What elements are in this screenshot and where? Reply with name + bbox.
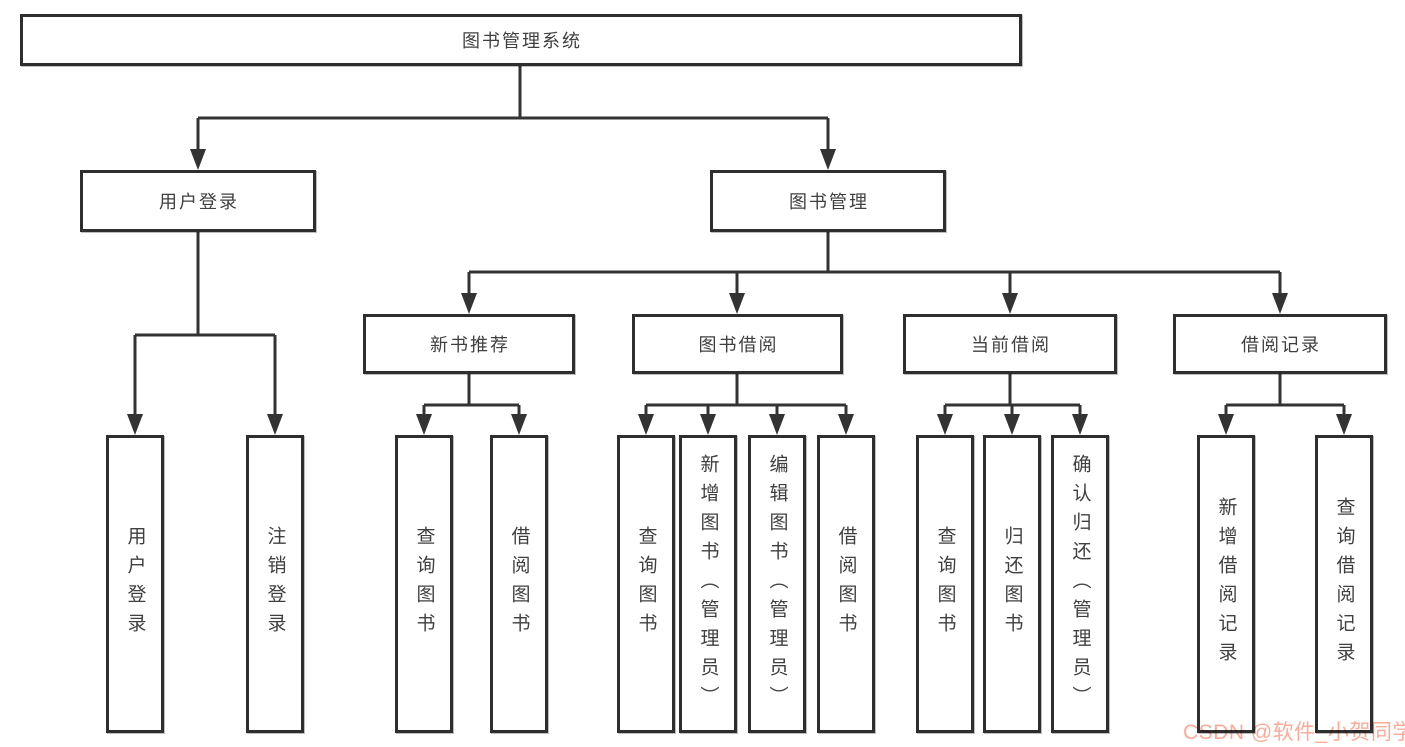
node-label: 新增借阅记录: [1215, 497, 1237, 671]
leaf-query-books-recommend: 查询图书: [395, 435, 453, 733]
leaf-query-books-current: 查询图书: [916, 435, 974, 733]
node-borrowing-records: 借阅记录: [1173, 314, 1387, 374]
leaf-borrow-books-borrowing: 借阅图书: [817, 435, 875, 733]
node-label: 确认归还（管理员）: [1069, 453, 1091, 715]
node-label: 查询图书: [934, 526, 956, 642]
node-label: 查询借阅记录: [1333, 497, 1355, 671]
node-label: 查询图书: [413, 526, 435, 642]
node-label: 借阅图书: [508, 526, 530, 642]
node-label: 图书管理系统: [462, 31, 582, 51]
leaf-query-books-borrowing: 查询图书: [617, 435, 675, 733]
node-label: 新增图书（管理员）: [697, 453, 719, 715]
node-label: 归还图书: [1001, 526, 1023, 642]
node-label: 查询图书: [635, 526, 657, 642]
node-current-borrowing: 当前借阅: [903, 314, 1117, 374]
csdn-watermark: CSDN @软件_小贺同学: [1183, 721, 1405, 744]
node-label: 编辑图书（管理员）: [766, 453, 788, 715]
node-root-library-system: 图书管理系统: [20, 14, 1022, 66]
node-label: 新书推荐: [430, 335, 510, 355]
leaf-logout: 注销登录: [246, 435, 304, 733]
node-label: 借阅记录: [1241, 335, 1321, 355]
leaf-add-books-admin: 新增图书（管理员）: [679, 435, 737, 733]
node-label: 用户登录: [159, 192, 239, 212]
leaf-add-borrow-record: 新增借阅记录: [1197, 435, 1255, 733]
leaf-confirm-return-admin: 确认归还（管理员）: [1051, 435, 1109, 733]
node-user-login: 用户登录: [80, 170, 316, 232]
leaf-user-login: 用户登录: [106, 435, 164, 733]
leaf-edit-books-admin: 编辑图书（管理员）: [748, 435, 806, 733]
node-book-borrowing: 图书借阅: [632, 314, 843, 374]
leaf-return-books: 归还图书: [983, 435, 1041, 733]
node-new-book-recommend: 新书推荐: [363, 314, 575, 374]
node-label: 用户登录: [124, 526, 146, 642]
node-label: 借阅图书: [835, 526, 857, 642]
leaf-query-borrow-record: 查询借阅记录: [1315, 435, 1373, 733]
leaf-borrow-books-recommend: 借阅图书: [490, 435, 548, 733]
node-label: 图书管理: [789, 192, 869, 212]
node-label: 注销登录: [264, 526, 286, 642]
node-book-management: 图书管理: [710, 170, 946, 232]
node-label: 图书借阅: [698, 335, 779, 355]
node-label: 当前借阅: [971, 335, 1051, 355]
